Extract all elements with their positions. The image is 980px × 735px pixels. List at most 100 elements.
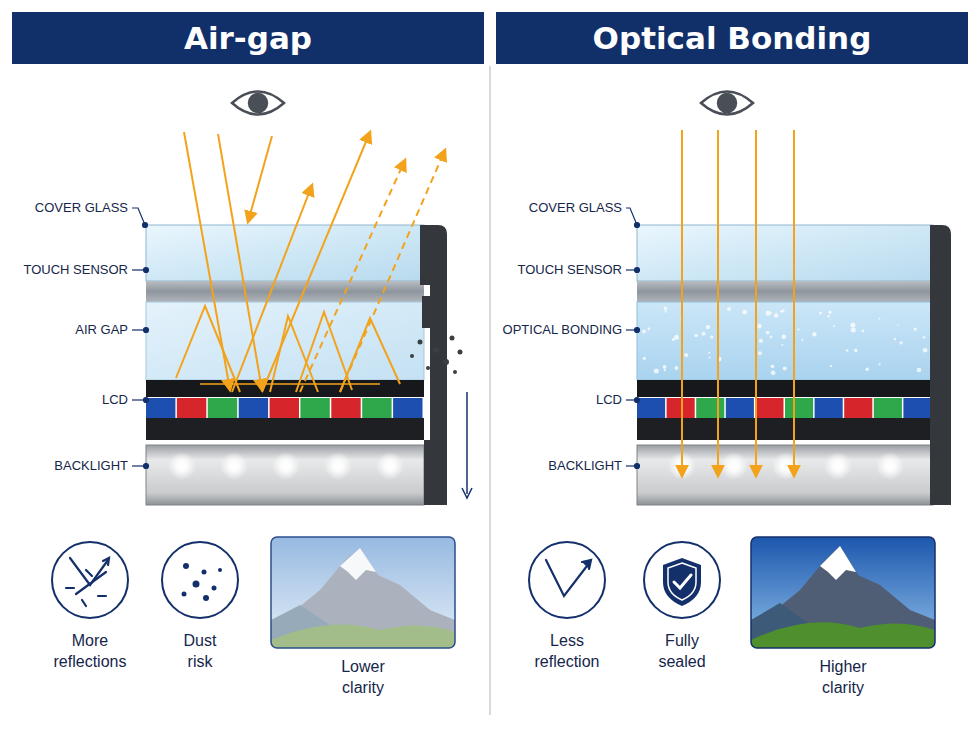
layer-label: LCD	[14, 391, 128, 409]
bond-bubble	[828, 311, 831, 314]
layer-label: BACKLIGHT	[497, 457, 622, 475]
bond-bubble	[865, 367, 869, 371]
layer-label: OPTICAL BONDING	[497, 321, 622, 339]
bond-bubble	[771, 364, 775, 368]
bond-bubble	[846, 349, 849, 352]
panel-banner: Air-gap	[12, 12, 484, 64]
dust-icon	[182, 563, 223, 601]
bond-bubble	[672, 338, 675, 341]
bond-bubble	[702, 332, 706, 336]
layer-label: TOUCH SENSOR	[14, 261, 128, 279]
feature-caption: More reflections	[44, 630, 136, 672]
bond-bubble	[766, 311, 771, 316]
bond-bubble	[674, 335, 679, 340]
layer-label: BACKLIGHT	[14, 457, 128, 475]
feature-caption: Less reflection	[521, 630, 613, 672]
shield-icon	[663, 558, 701, 606]
bond-bubble	[783, 367, 787, 371]
lcd-pixel	[874, 398, 902, 418]
lcd-pixel	[637, 398, 665, 418]
bond-bubble	[771, 370, 776, 375]
bond-bubble	[766, 331, 770, 335]
feature-caption: Dust risk	[172, 630, 228, 672]
bond-bubble	[770, 336, 773, 339]
layer-label: AIR GAP	[14, 321, 128, 339]
bond-bubble	[819, 311, 822, 314]
lcd-pixel	[177, 398, 206, 418]
air-gap-stack	[146, 225, 472, 505]
lcd-pixel	[270, 398, 299, 418]
layer-label: COVER GLASS	[14, 199, 128, 217]
bond-bubble	[706, 325, 710, 329]
bond-bubble	[797, 328, 799, 330]
bond-bubble	[879, 318, 881, 320]
feature-caption: Fully sealed	[647, 630, 717, 672]
bond-bubble	[862, 330, 865, 333]
bond-bubble	[830, 365, 832, 367]
bond-bubble	[917, 368, 922, 373]
bond-bubble	[801, 339, 803, 341]
bond-bubble	[664, 369, 666, 371]
bond-bubble	[654, 368, 659, 373]
bond-bubble	[780, 310, 783, 313]
banner-title: Optical Bonding	[593, 20, 872, 56]
banner-title: Air-gap	[184, 20, 312, 56]
bond-bubble	[665, 311, 667, 313]
bond-bubble	[708, 352, 710, 354]
lcd-pixel	[844, 398, 872, 418]
bond-bubble	[782, 335, 787, 340]
bond-bubble	[774, 313, 778, 317]
leader-line	[132, 208, 640, 469]
feature-caption: Lower clarity	[325, 656, 401, 698]
bond-bubble	[923, 336, 925, 338]
bond-bubble	[663, 365, 667, 369]
bond-bubble	[900, 341, 903, 344]
divider-line	[489, 66, 491, 715]
bond-bubble	[710, 335, 713, 338]
bond-bubble	[923, 348, 928, 353]
bond-bubble	[642, 330, 646, 334]
lcd-pixel	[331, 398, 360, 418]
bond-bubble	[684, 353, 688, 357]
bond-bubble	[674, 366, 678, 370]
bond-bubble	[850, 323, 855, 328]
lcd-pixel	[362, 398, 391, 418]
sample-image	[751, 537, 935, 648]
bond-bubble	[898, 324, 900, 326]
bond-bubble	[812, 332, 816, 336]
lcd-pixel	[726, 398, 754, 418]
lcd-pixel	[755, 398, 783, 418]
light-rays	[682, 130, 794, 476]
bond-bubble	[694, 334, 698, 338]
eye-icon	[232, 92, 753, 115]
layer-label: TOUCH SENSOR	[497, 261, 622, 279]
bond-bubble	[828, 315, 830, 317]
bond-bubble	[851, 328, 856, 333]
lcd-pixel	[667, 398, 695, 418]
bond-bubble	[833, 325, 835, 327]
layer-label: COVER GLASS	[497, 199, 622, 217]
feature-caption: Higher clarity	[805, 656, 881, 698]
bond-bubble	[648, 328, 651, 331]
less-reflection-icon	[546, 560, 591, 596]
bond-bubble	[759, 339, 763, 343]
lcd-pixel	[208, 398, 237, 418]
bond-bubble	[664, 307, 668, 311]
reflection-icon	[66, 558, 109, 606]
bond-bubble	[879, 363, 881, 365]
bond-bubble	[914, 328, 917, 331]
bond-bubble	[781, 344, 783, 346]
bond-bubble	[757, 324, 761, 328]
lcd-pixel	[146, 398, 175, 418]
lcd-pixel	[815, 398, 843, 418]
panel-banner: Optical Bonding	[496, 12, 968, 64]
bond-bubble	[894, 338, 896, 340]
light-rays	[176, 132, 445, 392]
lcd-pixel	[239, 398, 268, 418]
bond-bubble	[709, 357, 711, 359]
lcd-pixel	[300, 398, 329, 418]
lcd-pixel	[903, 398, 931, 418]
